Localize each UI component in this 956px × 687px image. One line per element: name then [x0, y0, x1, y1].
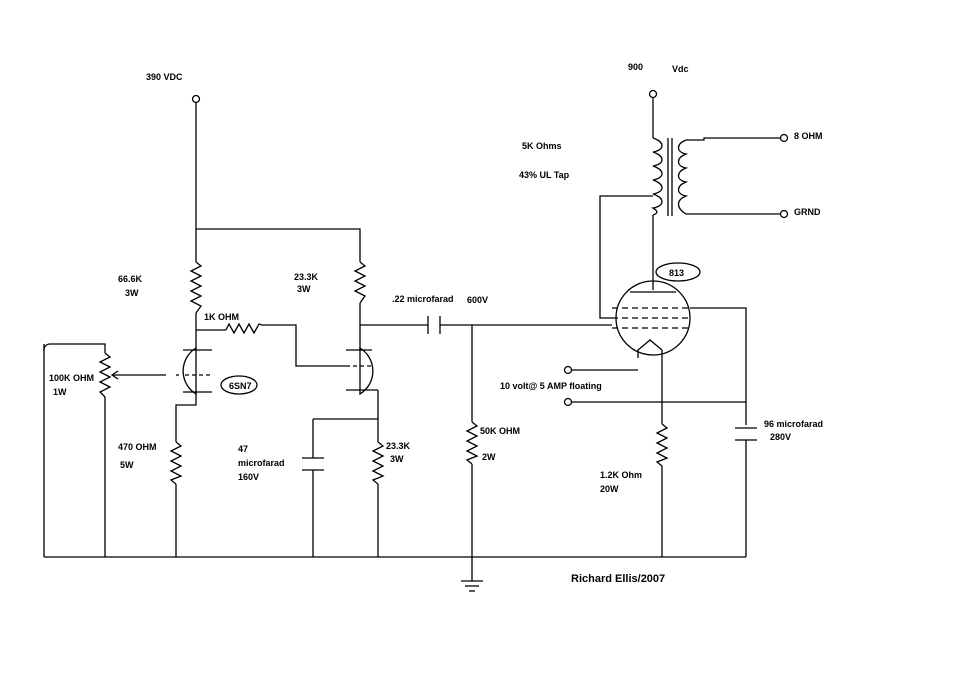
wiring	[43, 89, 789, 581]
label-pot-value: 100K OHM	[49, 373, 94, 383]
resistor-66k	[189, 261, 203, 314]
label-23k-plate-value: 23.3K	[294, 272, 319, 282]
tube-6sn7	[176, 346, 378, 396]
label-23k-cathode-power: 3W	[390, 454, 404, 464]
resistor-23k-plate	[353, 261, 367, 304]
label-1-2k-value: 1.2K Ohm	[600, 470, 642, 480]
label-8ohm: 8 OHM	[794, 131, 823, 141]
label-900: 900	[628, 62, 643, 72]
label-xfmr-tap: 43% UL Tap	[519, 170, 570, 180]
label-470-power: 5W	[120, 460, 134, 470]
label-coupling-voltage: 600V	[467, 295, 488, 305]
wire-input-pot	[50, 343, 106, 353]
label-23k-cathode-value: 23.3K	[386, 441, 411, 451]
terminal-grnd	[779, 209, 789, 219]
potentiometer-100k	[98, 352, 119, 398]
capacitor-96uf	[735, 427, 757, 441]
label-813: 813	[669, 268, 684, 278]
label-470-value: 470 OHM	[118, 442, 157, 452]
wire-ul-tap-screen	[599, 195, 653, 319]
output-transformer	[651, 137, 689, 216]
input-jack	[43, 343, 51, 352]
label-filament: 10 volt@ 5 AMP floating	[500, 381, 602, 391]
wire-1k-right-grid	[262, 324, 346, 367]
wire-813-cathode-cap	[690, 307, 747, 425]
label-50k-power: 2W	[482, 452, 496, 462]
capacitor-coupling-022	[427, 316, 441, 334]
capacitor-47uf	[302, 457, 324, 471]
label-47-value: 47	[238, 444, 248, 454]
label-390vdc: 390 VDC	[146, 72, 183, 82]
b-plus-terminal-900	[648, 89, 658, 99]
label-66k-power: 3W	[125, 288, 139, 298]
label-47-voltage: 160V	[238, 472, 259, 482]
tube-813	[612, 262, 701, 358]
label-1k: 1K OHM	[204, 312, 239, 322]
b-plus-terminal-390	[191, 94, 201, 104]
label-6sn7: 6SN7	[229, 381, 252, 391]
label-grnd: GRND	[794, 207, 821, 217]
signature: Richard Ellis/2007	[571, 573, 665, 585]
label-vdc: Vdc	[672, 64, 689, 74]
resistor-470	[169, 441, 183, 485]
label-xfmr-impedance: 5K Ohms	[522, 141, 562, 151]
label-47-unit: microfarad	[238, 458, 285, 468]
label-96-voltage: 280V	[770, 432, 791, 442]
resistor-50k	[465, 421, 479, 465]
label-50k-value: 50K OHM	[480, 426, 520, 436]
b-plus-rail	[195, 103, 361, 262]
label-23k-plate-power: 3W	[297, 284, 311, 294]
terminal-8ohm	[779, 133, 789, 143]
wire-cathode-left	[175, 392, 197, 442]
label-coupling-value: .22 microfarad	[392, 294, 454, 304]
label-66k-value: 66.6K	[118, 274, 143, 284]
ground-symbol	[461, 580, 483, 592]
filament-terminal-2	[563, 397, 573, 407]
label-pot-power: 1W	[53, 387, 67, 397]
resistor-1-2k	[655, 423, 669, 467]
resistor-1k	[225, 322, 263, 335]
label-1-2k-power: 20W	[600, 484, 619, 494]
label-96-value: 96 microfarad	[764, 419, 823, 429]
resistor-23k-cathode	[371, 441, 385, 485]
filament-terminal-1	[563, 365, 573, 375]
wire-secondary-8ohm	[686, 137, 780, 141]
